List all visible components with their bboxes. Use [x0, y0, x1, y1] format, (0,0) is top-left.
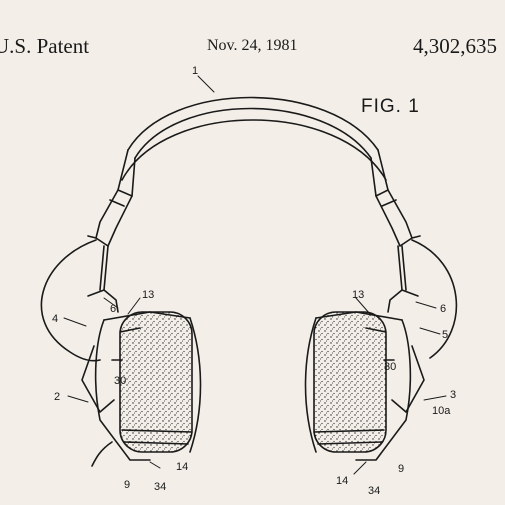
ref-6-right: 6 — [440, 303, 446, 315]
patent-number: 4,302,635 — [413, 34, 497, 58]
ref-9-right: 9 — [398, 463, 404, 475]
left-earcup — [81, 289, 202, 461]
ref-34-right: 34 — [368, 485, 380, 497]
patent-header: U.S. Patent Nov. 24, 1981 4,302,635 — [0, 34, 505, 60]
headband — [87, 96, 421, 291]
ref-14-left: 14 — [176, 461, 188, 473]
right-earcup — [304, 289, 425, 461]
patent-date: Nov. 24, 1981 — [207, 37, 298, 54]
ref-2: 2 — [54, 391, 60, 403]
ref-10a: 10a — [432, 405, 451, 417]
ref-3: 3 — [450, 389, 456, 401]
ref-13-right: 13 — [352, 289, 364, 301]
figure-label: FIG. 1 — [361, 96, 420, 117]
reference-numerals: 1 2 3 4 5 6 6 9 9 10a 13 13 14 14 30 30 … — [52, 65, 456, 497]
cable — [40, 239, 458, 467]
leader-lines — [63, 75, 447, 475]
ref-1: 1 — [192, 65, 198, 77]
ref-4: 4 — [52, 313, 58, 325]
ref-30-left: 30 — [114, 375, 126, 387]
ref-13-left: 13 — [142, 289, 154, 301]
ref-14-right: 14 — [336, 475, 348, 487]
ref-34-left: 34 — [154, 481, 166, 493]
patent-office-label: U.S. Patent — [0, 34, 90, 58]
ref-30-right: 30 — [384, 361, 396, 373]
ref-9-left: 9 — [124, 479, 130, 491]
ref-6-left: 6 — [110, 303, 116, 315]
ref-5: 5 — [442, 329, 448, 341]
